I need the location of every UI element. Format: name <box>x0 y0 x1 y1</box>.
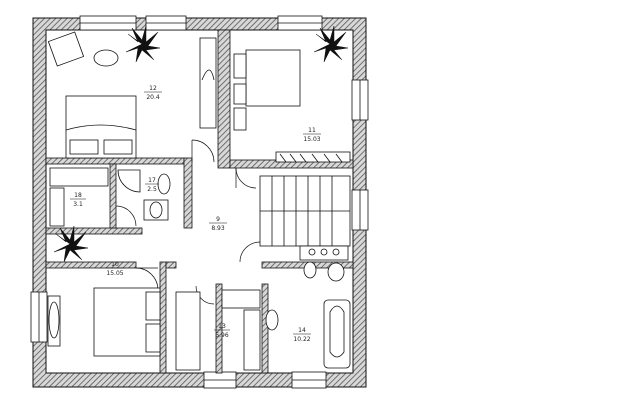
room-number: 11 <box>308 127 316 134</box>
room-label-9: 9 8.93 <box>209 216 227 232</box>
coffee-table <box>93 49 119 67</box>
room-area: 5.96 <box>215 332 229 339</box>
room-label-10: 10 15.05 <box>106 261 124 277</box>
room-area: 20.4 <box>146 94 160 101</box>
armchair <box>47 31 85 67</box>
furniture <box>47 31 351 371</box>
plant-icon <box>125 25 161 63</box>
room-number: 14 <box>298 327 306 334</box>
room-area: 15.03 <box>303 136 320 143</box>
room-area: 2.5 <box>147 186 157 193</box>
room-label-18: 18 3.1 <box>70 192 86 208</box>
room-area: 10.22 <box>293 336 310 343</box>
room-number: 9 <box>216 216 220 223</box>
bathtub <box>323 299 351 369</box>
room-label-13: 13 5.96 <box>214 323 230 339</box>
doors <box>115 139 261 305</box>
room-number: 13 <box>218 323 226 330</box>
room-label-14: 14 10.22 <box>293 327 311 343</box>
windows <box>30 15 369 389</box>
room-label-12: 12 20.4 <box>144 85 162 101</box>
room-label-11: 11 15.03 <box>303 127 321 143</box>
room-area: 15.05 <box>106 270 123 277</box>
staircase <box>259 175 351 247</box>
room-number: 12 <box>149 85 157 92</box>
plant-icon <box>313 25 349 63</box>
plant-icon <box>53 225 89 263</box>
room-label-17: 17 2.5 <box>145 177 159 193</box>
room-number: 17 <box>148 177 156 184</box>
bed-room-11 <box>245 49 301 107</box>
room-number: 18 <box>74 192 82 199</box>
room-number: 10 <box>111 261 119 268</box>
plants <box>53 25 349 263</box>
room-area: 3.1 <box>73 201 83 208</box>
exterior-wall <box>32 17 367 388</box>
room-area: 8.93 <box>211 225 225 232</box>
